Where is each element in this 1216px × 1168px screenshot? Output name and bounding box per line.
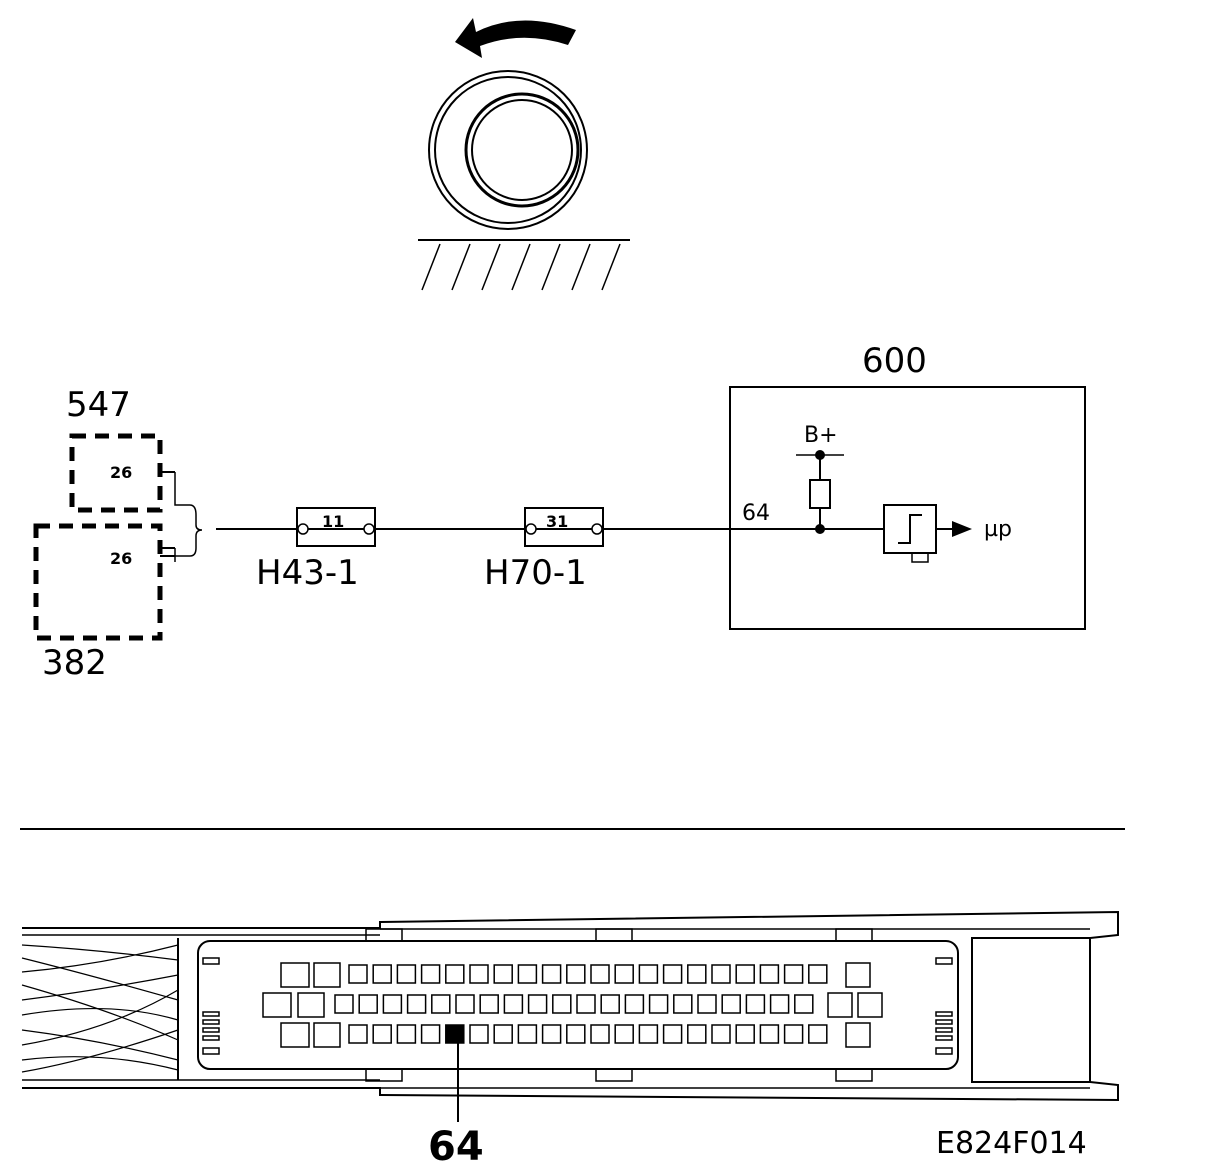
pin-cavity — [493, 964, 513, 984]
pin-cavity — [638, 1024, 659, 1044]
connector-h43-1: 11 — [296, 507, 376, 547]
pin-cavity — [808, 964, 828, 984]
pin-cavity — [735, 1024, 755, 1044]
pin-cavity — [396, 1024, 417, 1044]
pin-cavity-grid — [262, 962, 883, 1048]
wheel-icon — [418, 18, 630, 291]
pin-cavity-large — [857, 992, 883, 1018]
module-547-label: 547 — [66, 385, 131, 425]
module-547-pin-label: 26 — [110, 463, 132, 482]
module-600-box — [729, 386, 1086, 630]
pin-cavity — [648, 994, 669, 1014]
pin-cavity — [479, 994, 499, 1014]
wire-bundle — [21, 944, 179, 1073]
module-382-label: 382 — [42, 643, 107, 683]
pin-cavity — [624, 994, 645, 1014]
schmitt-trigger — [883, 504, 937, 563]
pin-cavity — [759, 964, 780, 984]
pin-cavity — [711, 964, 731, 984]
pin-cavity — [517, 1024, 538, 1044]
connector-h43-1-label: H43-1 — [256, 553, 359, 593]
pin-cavity — [527, 994, 548, 1014]
pin-cavity — [794, 994, 814, 1014]
pin-cavity-large — [313, 962, 341, 988]
connector-h70-1: 31 — [524, 507, 604, 547]
splice-brace — [160, 471, 203, 562]
pin-cavity — [372, 1024, 392, 1044]
pin-cavity — [552, 994, 572, 1014]
module-600-label: 600 — [862, 341, 927, 381]
pin-cavity-64 — [445, 1024, 465, 1044]
pin-cavity — [431, 994, 451, 1014]
pin-cavity — [334, 994, 354, 1014]
pin-cavity — [590, 964, 610, 984]
pin-cavity — [638, 964, 659, 984]
pin-cavity — [358, 994, 378, 1014]
rotation-arrow-icon — [455, 18, 576, 58]
highlight-pin-label: 64 — [428, 1124, 484, 1168]
pin-cavity-large — [827, 992, 853, 1018]
pull-up-resistor — [796, 450, 844, 534]
pin-cavity — [455, 994, 475, 1014]
module-382-pin-label: 26 — [110, 549, 132, 568]
pin-cavity — [783, 964, 804, 984]
pin-cavity — [348, 1024, 368, 1044]
pin-cavity-large — [313, 1022, 341, 1048]
pin-cavity-large — [297, 992, 325, 1018]
pin-cavity — [769, 994, 790, 1014]
pin-cavity — [662, 964, 683, 984]
pin-cavity-large — [262, 992, 292, 1018]
pin-cavity — [600, 994, 620, 1014]
connector-h70-1-label: H70-1 — [484, 553, 587, 593]
output-label: µp — [984, 517, 1012, 542]
connector-h70-1-pin-label: 31 — [546, 512, 568, 531]
pin-cavity — [348, 964, 368, 984]
pin-cavity — [614, 1024, 634, 1044]
pin-cavity — [382, 994, 403, 1014]
pin-cavity-large — [280, 1022, 310, 1048]
pin-cavity — [541, 1024, 562, 1044]
pin-cavity — [503, 994, 524, 1014]
output-arrow-icon — [952, 521, 972, 537]
pin-cavity — [372, 964, 392, 984]
pin-cavity — [614, 964, 634, 984]
pin-cavity — [566, 1024, 586, 1044]
pin-cavity-large — [845, 1022, 871, 1048]
pin-cavity — [745, 994, 766, 1014]
pin-cavity — [662, 1024, 683, 1044]
pin-cavity — [808, 1024, 828, 1044]
module-382-box — [33, 523, 163, 641]
pin-cavity — [576, 994, 596, 1014]
pin-cavity — [721, 994, 741, 1014]
pin-cavity — [420, 1024, 441, 1044]
connector-h43-1-pin-label: 11 — [322, 512, 344, 531]
pin-cavity — [493, 1024, 513, 1044]
pin-cavity — [406, 994, 427, 1014]
pin-cavity — [697, 994, 717, 1014]
pin-cavity-large — [280, 962, 310, 988]
pin-cavity — [711, 1024, 731, 1044]
pin-cavity — [445, 964, 465, 984]
pin-cavity — [735, 964, 755, 984]
pin-cavity — [566, 964, 586, 984]
pin-cavity — [759, 1024, 780, 1044]
supply-label: B+ — [804, 423, 838, 448]
ecu-connector-view — [21, 910, 1119, 1122]
pin-cavity — [469, 964, 489, 984]
pin-cavity — [590, 1024, 610, 1044]
pin-cavity — [541, 964, 562, 984]
pin-cavity-large — [845, 962, 871, 988]
pin-cavity — [420, 964, 441, 984]
ecu-pin-label: 64 — [742, 501, 770, 526]
figure-reference: E824F014 — [936, 1126, 1087, 1161]
pin-cavity — [687, 1024, 707, 1044]
pin-cavity — [687, 964, 707, 984]
pin-cavity — [517, 964, 538, 984]
pin-cavity — [673, 994, 693, 1014]
ground-hatch — [418, 239, 630, 291]
pin-cavity — [469, 1024, 489, 1044]
pin-cavity — [396, 964, 417, 984]
pin-cavity — [783, 1024, 804, 1044]
